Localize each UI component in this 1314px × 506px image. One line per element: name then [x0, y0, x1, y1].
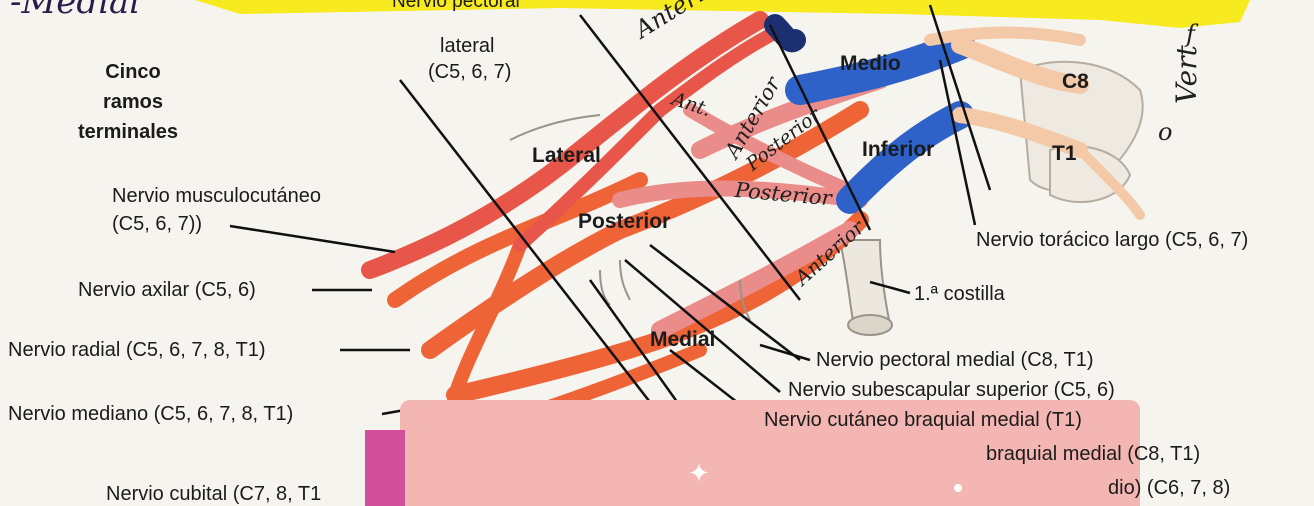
- label-cinco-1: Cinco: [98, 60, 168, 84]
- svg-text:✦: ✦: [688, 459, 710, 489]
- label-antebraquial-partial: braquial medial (C8, T1): [986, 442, 1200, 466]
- label-pectoral-lateral-2: lateral: [440, 34, 494, 58]
- cord-posterior: Posterior: [578, 210, 670, 234]
- label-dio-partial: dio) (C6, 7, 8): [1108, 476, 1230, 500]
- trunk-inferior: Inferior: [862, 138, 934, 162]
- label-pectoral-lateral-3: (C5, 6, 7): [428, 60, 511, 84]
- cord-lateral: Lateral: [532, 144, 601, 168]
- label-mediano: Nervio mediano (C5, 6, 7, 8, T1): [8, 402, 293, 426]
- handwritten-f: f: [1186, 20, 1195, 48]
- root-c8: C8: [1062, 70, 1089, 94]
- label-musculocutaneo-1: Nervio musculocutáneo: [112, 184, 321, 208]
- root-t1: T1: [1052, 142, 1077, 166]
- handwritten-vert: Vert: [1170, 45, 1203, 104]
- handwritten-medial: -Medial: [10, 0, 140, 22]
- label-cubital: Nervio cubital (C7, 8, T1: [106, 482, 321, 506]
- label-costilla: 1.ª costilla: [914, 282, 1005, 306]
- label-cinco-3: terminales: [78, 120, 178, 144]
- label-pectoral-medial: Nervio pectoral medial (C8, T1): [816, 348, 1094, 372]
- label-axilar: Nervio axilar (C5, 6): [78, 278, 256, 302]
- label-toracico-largo: Nervio torácico largo (C5, 6, 7): [976, 228, 1248, 252]
- label-cutaneo-braquial: Nervio cutáneo braquial medial (T1): [764, 408, 1082, 432]
- trunk-medio: Medio: [840, 52, 901, 76]
- handwritten-o: o: [1158, 118, 1172, 146]
- label-subescapular: Nervio subescapular superior (C5, 6): [788, 378, 1115, 402]
- label-pectoral-lateral-1: Nervio pectoral: [392, 0, 520, 14]
- label-cinco-2: ramos: [98, 90, 168, 114]
- label-radial: Nervio radial (C5, 6, 7, 8, T1): [8, 338, 266, 362]
- cord-medial: Medial: [650, 328, 715, 352]
- label-musculocutaneo-2: (C5, 6, 7)): [112, 212, 202, 236]
